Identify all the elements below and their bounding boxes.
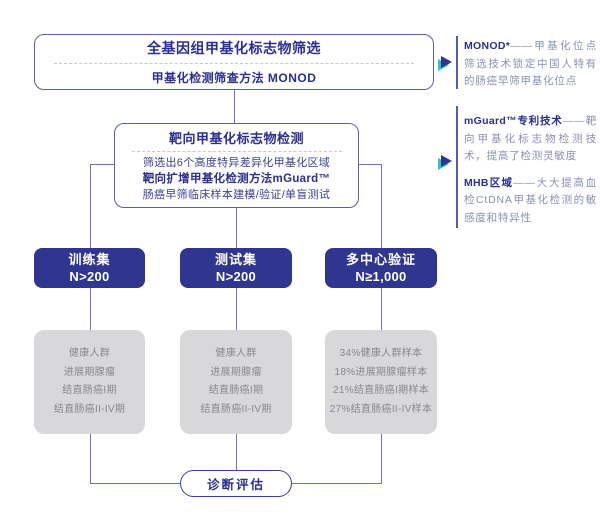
connector-branch-left-v <box>89 164 91 248</box>
cohort-n: N>200 <box>69 269 110 284</box>
target-detail-line-3: 肠癌早筛临床样本建模/验证/单盲测试 <box>142 189 331 201</box>
target-detection-box: 靶向甲基化标志物检测 筛选出6个高度特异差异化甲基化区域 靶向扩增甲基化检测方法… <box>114 123 359 208</box>
cohort-title: 多中心验证 <box>345 252 416 267</box>
connector-branch-center-v <box>235 208 237 248</box>
connector-branch-right-v <box>380 164 382 248</box>
sample-line: 18%进展期腺瘤样本 <box>334 366 428 378</box>
target-detection-title: 靶向甲基化标志物检测 <box>168 131 304 146</box>
connector-cohort2-sample2 <box>235 288 237 330</box>
annotation-mhb-lead: MHB区域 <box>464 176 514 189</box>
sample-box-1: 健康人群 进展期腺瘤 结直肠癌I期 结直肠癌II-IV期 <box>34 330 145 434</box>
connector-branch-right-h <box>359 164 381 166</box>
target-detail-line-2: 靶向扩增甲基化检测方法mGuard™ <box>142 173 331 185</box>
arrow-navy-layer <box>441 155 452 167</box>
connector-top-to-target <box>233 90 235 123</box>
annotation-divider <box>456 106 458 228</box>
diagnosis-pill-label: 诊断评估 <box>206 478 265 492</box>
diagnosis-pill: 诊断评估 <box>180 470 292 497</box>
connector-sample1-to-pill <box>89 483 180 485</box>
annotation-mguard-mhb: mGuard™专利技术——靶向甲基化标志物检测技术，提高了检测灵敏度 MHB区域… <box>464 113 597 236</box>
sample-line: 健康人群 <box>215 348 257 359</box>
annotation-mguard-rest: ——靶向甲基化标志物检测技术，提高了检测灵敏度 <box>464 115 597 162</box>
connector-cohort1-sample1 <box>89 288 91 330</box>
sample-line: 进展期腺瘤 <box>63 366 116 378</box>
annotation-mhb-text: MHB区域——大大提高血检CtDNA甲基化检测的敏感度和特异性 <box>464 175 597 228</box>
target-detail-line-1: 筛选出6个高度特异差异化甲基化区域 <box>142 157 331 169</box>
sample-line: 健康人群 <box>68 348 111 359</box>
arrow-navy-layer <box>441 56 452 68</box>
connector-sample3-down <box>380 434 382 484</box>
arrow-icon <box>438 155 455 171</box>
annotation-mguard-text: mGuard™专利技术——靶向甲基化标志物检测技术，提高了检测灵敏度 <box>464 113 597 166</box>
sample-line: 结直肠癌I期 <box>62 385 117 396</box>
sample-line: 进展期腺瘤 <box>210 366 262 378</box>
cohort-title: 训练集 <box>68 252 111 267</box>
sample-line: 34%健康人群样本 <box>339 348 423 359</box>
connector-sample3-to-pill <box>292 483 381 485</box>
annotation-monod: MONOD*——甲基化位点筛选技术锁定中国人特有的肠癌早筛甲基化位点 <box>464 38 597 100</box>
sample-line: 结直肠癌I期 <box>208 385 264 396</box>
cohort-box-multicenter: 多中心验证 N≥1,000 <box>325 248 437 288</box>
sample-box-2: 健康人群 进展期腺瘤 结直肠癌I期 结直肠癌II-IV期 <box>180 330 292 434</box>
connector-sample1-down <box>89 434 91 484</box>
connector-sample2-to-pill <box>235 434 237 470</box>
annotation-mhb-rest: ——大大提高血检CtDNA甲基化检测的敏感度和特异性 <box>464 176 597 224</box>
cohort-title: 测试集 <box>214 252 257 267</box>
genome-screening-title: 全基因组甲基化标志物筛选 <box>147 40 321 56</box>
arrow-icon <box>438 56 455 72</box>
connector-cohort3-sample3 <box>380 288 382 330</box>
cohort-n: N>200 <box>215 269 257 284</box>
annotation-divider <box>456 36 458 89</box>
sample-line: 结直肠癌II-IV期 <box>53 403 126 415</box>
cohort-box-training: 训练集 N>200 <box>34 248 145 288</box>
annotation-monod-text: MONOD*——甲基化位点筛选技术锁定中国人特有的肠癌早筛甲基化位点 <box>464 38 597 91</box>
dashed-divider <box>54 63 414 64</box>
genome-screening-box: 全基因组甲基化标志物筛选 甲基化检测筛查方法 MONOD <box>34 34 434 90</box>
annotation-monod-lead: MONOD* <box>464 40 511 52</box>
annotation-mguard-lead: mGuard™专利技术 <box>464 115 563 127</box>
dashed-divider <box>131 151 342 152</box>
genome-screening-subtitle: 甲基化检测筛查方法 MONOD <box>151 71 317 85</box>
sample-box-3: 34%健康人群样本 18%进展期腺瘤样本 21%结直肠癌I期样本 27%结直肠癌… <box>325 330 437 434</box>
cohort-n: N≥1,000 <box>355 269 407 284</box>
annotation-monod-rest: ——甲基化位点筛选技术锁定中国人特有的肠癌早筛甲基化位点 <box>464 40 597 87</box>
sample-line: 21%结直肠癌I期样本 <box>332 385 430 396</box>
sample-line: 结直肠癌II-IV期 <box>200 403 272 415</box>
sample-line: 27%结直肠癌II-IV样本 <box>329 403 433 415</box>
connector-branch-left-h <box>90 164 114 166</box>
cohort-box-testing: 测试集 N>200 <box>180 248 292 288</box>
